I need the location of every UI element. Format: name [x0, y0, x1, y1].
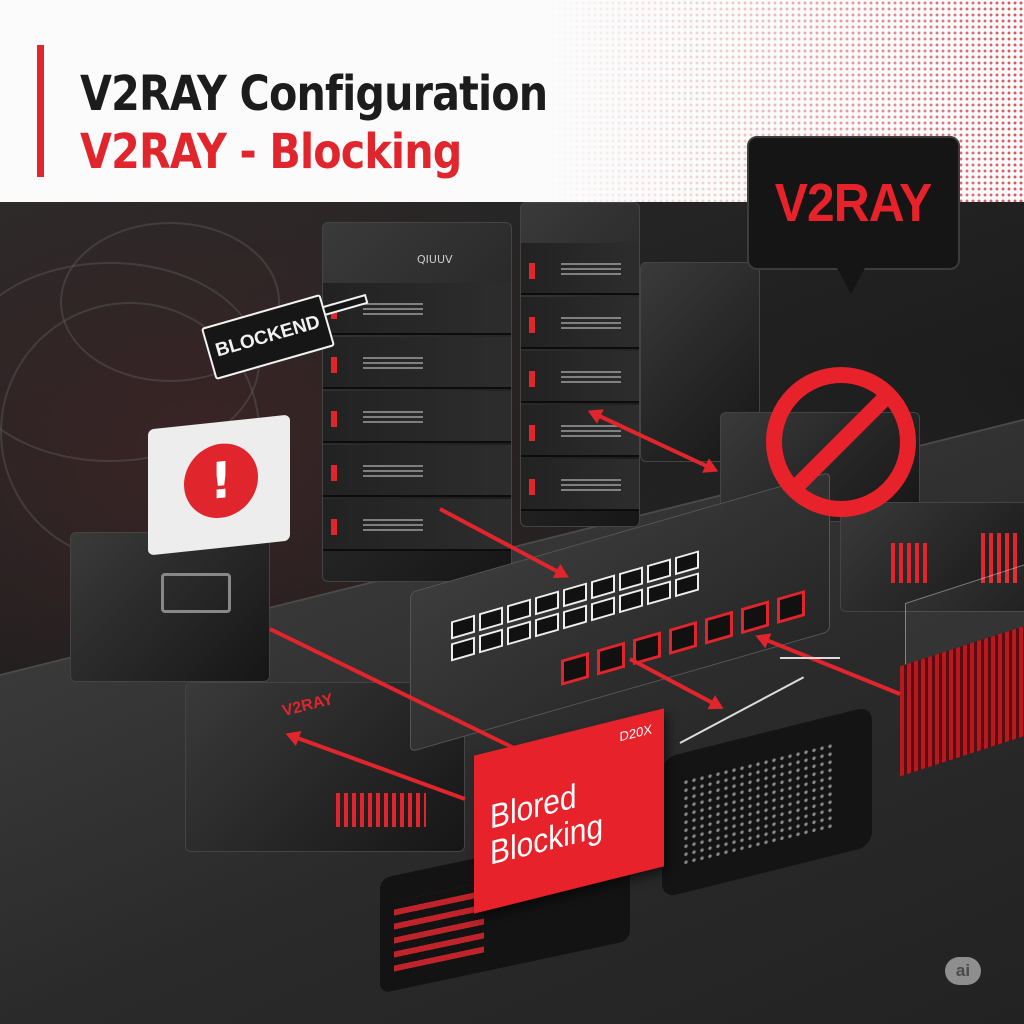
connector-line: [780, 657, 840, 659]
server-rack-right: [520, 202, 640, 527]
speech-bubble-icon: V2RAY: [747, 136, 960, 294]
page-title: V2RAY Configuration: [80, 66, 548, 122]
page-subtitle: V2RAY - Blocking: [80, 124, 462, 180]
ai-watermark-badge: ai: [945, 957, 981, 985]
accent-bar: [37, 45, 44, 177]
alert-exclamation-icon: !: [184, 439, 258, 522]
alert-card: !: [148, 414, 290, 556]
network-illustration: QIUUV V2RAY: [0, 202, 1024, 1024]
server-rack-left: QIUUV: [322, 222, 512, 582]
prohibited-icon: [766, 367, 916, 517]
header-banner: V2RAY Configuration V2RAY - Blocking: [0, 0, 1024, 202]
equalizer-device: [840, 502, 1024, 612]
server-label: QIUUV: [417, 253, 453, 266]
cable-decoration: [60, 222, 280, 382]
blocking-card-code: D20X: [619, 721, 652, 745]
connector-box: [70, 532, 270, 682]
speech-bubble-text: V2RAY: [775, 173, 932, 233]
